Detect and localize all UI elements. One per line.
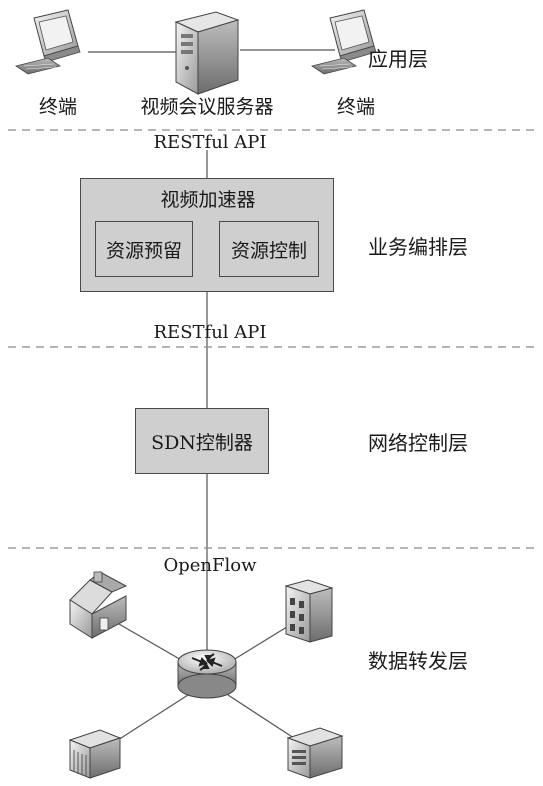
house-icon [69, 571, 128, 639]
office-building-icon [284, 579, 334, 643]
sdn-controller-label: SDN控制器 [151, 431, 253, 454]
video-accelerator-title: 视频加速器 [160, 189, 256, 211]
tower-server-icon [174, 11, 240, 95]
api-label-top: RESTful API [153, 132, 267, 153]
connection-lines [88, 49, 335, 743]
layer-dividers [8, 129, 540, 549]
link-router-house [111, 619, 191, 666]
layer-label-control: 网络控制层 [368, 431, 468, 455]
terminal-left-label: 终端 [38, 96, 78, 118]
sdn-controller-box: SDN控制器 [135, 408, 269, 474]
resource-control-label: 资源控制 [230, 239, 307, 262]
link-router-building [224, 621, 296, 666]
resource-reservation-box: 资源预留 [95, 221, 193, 277]
data-center-icon [286, 727, 344, 779]
api-label-bottom: RESTful API [153, 322, 267, 343]
link-router-factory [117, 694, 189, 741]
video-accelerator-box: 视频加速器 资源预留 资源控制 [80, 178, 334, 292]
layer-label-orchestration: 业务编排层 [368, 235, 468, 259]
desktop-computer-icon [15, 9, 81, 75]
desktop-computer-icon [311, 9, 377, 75]
layer-label-forwarding: 数据转发层 [368, 649, 468, 673]
server-label: 视频会议服务器 [140, 96, 274, 118]
factory-icon [68, 729, 122, 779]
layer-label-application: 应用层 [368, 47, 428, 71]
resource-control-box: 资源控制 [219, 221, 319, 277]
router-icon [177, 649, 237, 699]
link-router-datacenter [227, 694, 301, 743]
terminal-right-label: 终端 [336, 96, 376, 118]
resource-reservation-label: 资源预留 [105, 239, 182, 262]
openflow-label: OpenFlow [163, 555, 257, 576]
